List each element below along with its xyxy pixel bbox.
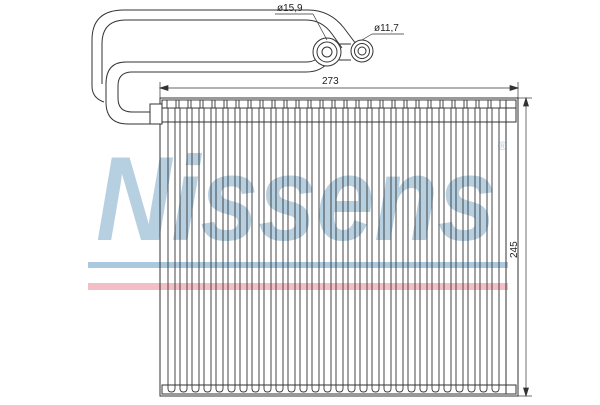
fitting-large	[312, 37, 342, 67]
pipe-fittings	[312, 37, 374, 67]
fin-tube	[275, 102, 284, 393]
dimension-annotations	[158, 13, 532, 398]
fin-header-cap	[274, 99, 285, 109]
pipe-lower	[105, 61, 306, 125]
fin-header-cap	[310, 99, 321, 109]
fin-header-cap	[262, 99, 273, 109]
fin-header-cap	[358, 99, 369, 109]
fin-tube	[479, 102, 488, 393]
fin-header-cap	[430, 99, 441, 109]
fin-tube	[167, 102, 176, 393]
core-fins	[166, 99, 501, 393]
fin-header-cap	[466, 99, 477, 109]
fin-tube	[383, 102, 392, 393]
fin-header-cap	[382, 99, 393, 109]
fin-tube	[287, 102, 296, 393]
watermark-stripe-blue	[88, 262, 508, 268]
fin-tube	[467, 102, 476, 393]
fin-header-cap	[394, 99, 405, 109]
fin-header-cap	[298, 99, 309, 109]
fin-header-cap	[166, 99, 177, 109]
core-frame	[159, 97, 519, 397]
fin-header-cap	[418, 99, 429, 109]
fin-tube	[239, 102, 248, 393]
fin-tube	[371, 102, 380, 393]
fin-tube	[419, 102, 428, 393]
fin-tube	[407, 102, 416, 393]
watermark-stripe-red	[88, 283, 508, 290]
fin-header-cap	[202, 99, 213, 109]
fin-tube	[203, 102, 212, 393]
fin-tube	[311, 102, 320, 393]
fin-header-cap	[238, 99, 249, 109]
fin-tube	[323, 102, 332, 393]
fin-header-cap	[334, 99, 345, 109]
fin-tube	[347, 102, 356, 393]
fin-tube	[251, 102, 260, 393]
fin-header-cap	[490, 99, 501, 109]
fin-tube	[227, 102, 236, 393]
fin-header-cap	[454, 99, 465, 109]
watermark-logo-text: Nissens	[96, 132, 496, 266]
dim-pipe-large-label: ø15,9	[277, 3, 303, 14]
brand-watermark: Nissens ®	[88, 132, 508, 290]
dim-height-label: 245	[509, 241, 520, 258]
fin-tube	[335, 102, 344, 393]
fin-tube	[395, 102, 404, 393]
dim-width-label: 273	[322, 76, 339, 87]
fin-tube	[263, 102, 272, 393]
watermark-registered-mark: ®	[498, 139, 507, 153]
fin-header-cap	[190, 99, 201, 109]
fin-header-cap	[226, 99, 237, 109]
pipe-upper	[101, 19, 343, 84]
dim-pipe-small-label: ø11,7	[374, 23, 399, 34]
fin-tube	[443, 102, 452, 393]
fin-header-cap	[442, 99, 453, 109]
fin-header-cap	[250, 99, 261, 109]
fin-tube	[359, 102, 368, 393]
fin-tube	[299, 102, 308, 393]
fin-tube	[191, 102, 200, 393]
fin-tube	[215, 102, 224, 393]
fin-header-cap	[478, 99, 489, 109]
fitting-small	[350, 39, 374, 63]
bottom-header-tank	[161, 384, 517, 395]
fin-tube	[179, 102, 188, 393]
fin-header-cap	[178, 99, 189, 109]
fin-tube	[455, 102, 464, 393]
fin-tube	[491, 102, 500, 393]
fin-tube	[431, 102, 440, 393]
fin-header-cap	[322, 99, 333, 109]
fin-header-cap	[346, 99, 357, 109]
refrigerant-pipes	[91, 9, 357, 125]
dimension-labels: ø15,9 ø11,7 273 245	[277, 3, 520, 258]
fin-header-cap	[370, 99, 381, 109]
fin-header-cap	[286, 99, 297, 109]
fin-header-cap	[406, 99, 417, 109]
fin-header-cap	[214, 99, 225, 109]
pipe-stub	[149, 103, 163, 125]
